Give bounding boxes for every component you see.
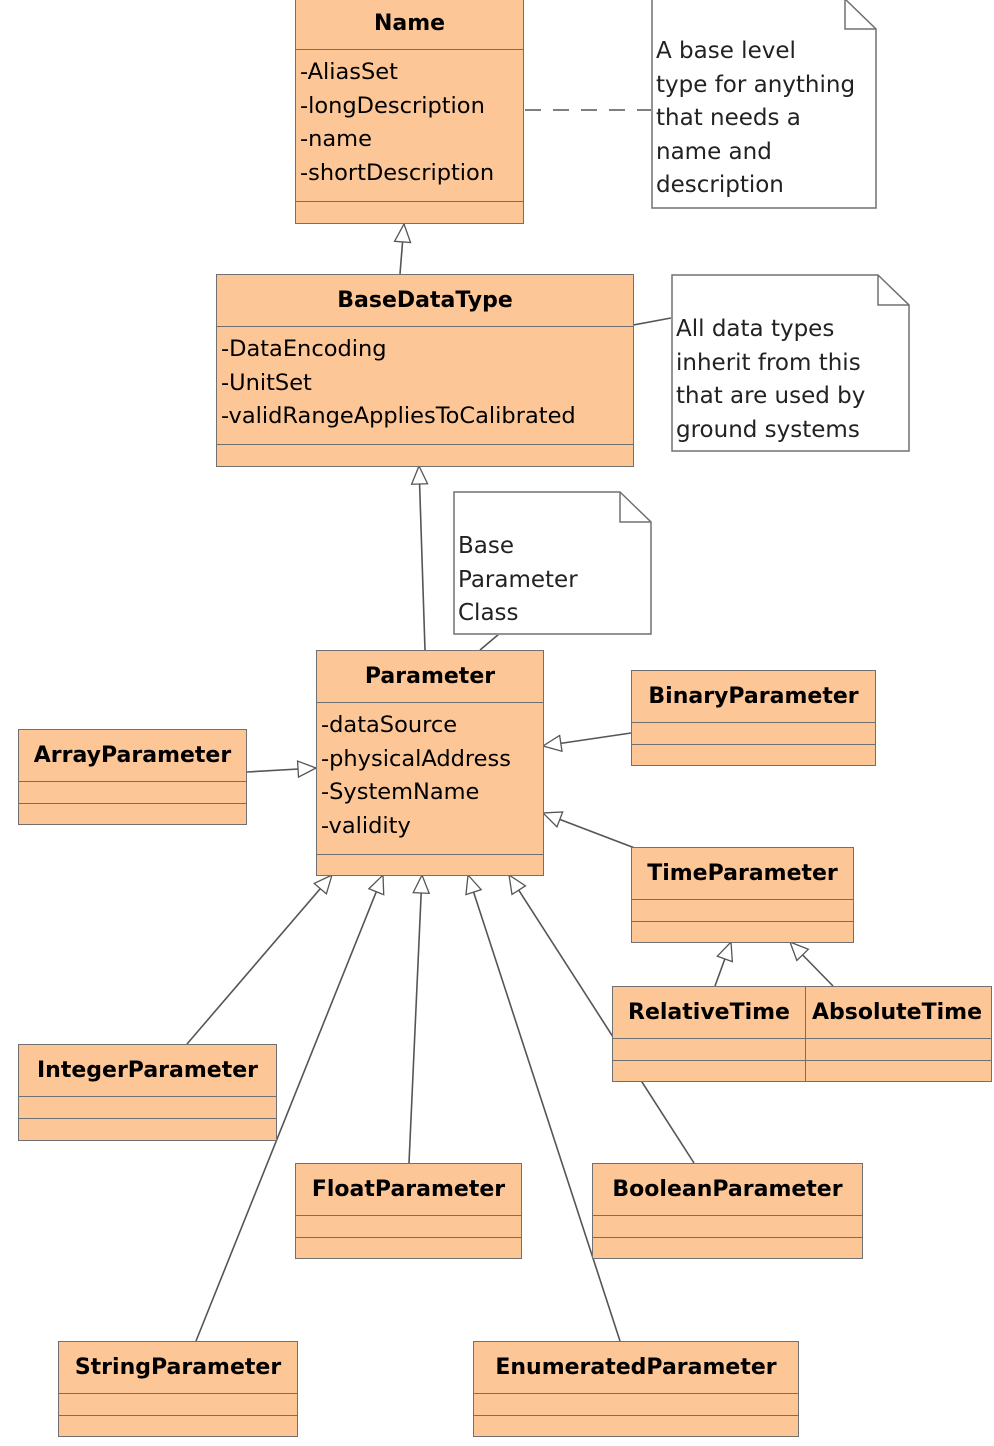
note-line: Base [458,533,515,559]
attribute: -validity [321,812,411,839]
class-floatparameter[interactable]: FloatParameter [295,1163,522,1259]
gen-parameter-basedatatype [419,466,425,651]
class-absolutetime-title: AbsoluteTime [806,987,991,1039]
note-line: name and [656,138,772,165]
note-outline [453,491,652,635]
class-binaryparameter[interactable]: BinaryParameter [631,670,876,766]
note-parameter-text: Base Parameter Class [458,530,578,631]
note-line: All data types [676,316,835,342]
note-basedatatype[interactable]: All data types inherit from this that ar… [671,274,910,452]
note-line: Parameter [458,566,578,593]
note-line: that needs a [656,105,801,131]
class-enumeratedparameter[interactable]: EnumeratedParameter [473,1341,799,1437]
note-line: inherit from this [676,349,861,376]
class-absolutetime-label: AbsoluteTime [811,1000,982,1025]
class-relativetime-title: RelativeTime [613,987,805,1039]
class-basedatatype-title: BaseDataType [217,275,633,327]
attribute: -physicalAddress [321,745,511,772]
note-link-basedatatype [632,317,672,326]
class-name-attributes: -AliasSet -longDescription -name -shortD… [296,50,523,202]
note-line: ground systems [676,416,860,443]
attribute: -DataEncoding [221,336,387,362]
note-link-parameter [479,633,500,651]
attribute: -UnitSet [221,369,312,396]
gen-binary-parameter [543,732,632,746]
class-absolutetime[interactable]: AbsoluteTime [805,986,992,1082]
class-empty-compartment [806,1039,991,1061]
class-empty-compartment [19,1097,276,1119]
gen-string-parameter [195,875,383,1342]
class-empty-compartment [593,1216,862,1238]
class-name-title: Name [296,0,523,50]
note-name-text: A base level type for anything that need… [656,35,855,203]
class-basedatatype-attributes: -DataEncoding -UnitSet -validRangeApplie… [217,327,633,445]
note-name[interactable]: A base level type for anything that need… [651,0,877,209]
class-enumeratedparameter-title: EnumeratedParameter [474,1342,798,1394]
note-outline [671,274,910,452]
class-parameter-title: Parameter [317,651,543,703]
class-parameter[interactable]: Parameter -dataSource -physicalAddress -… [316,650,544,876]
note-line: that are used by [676,383,866,409]
class-parameter-attributes: -dataSource -physicalAddress -SystemName… [317,703,543,855]
note-line: description [656,172,784,198]
note-line: Class [458,600,519,626]
class-timeparameter-title: TimeParameter [632,848,853,900]
class-empty-compartment [613,1039,805,1061]
class-empty-compartment [19,782,246,804]
attribute: -validRangeAppliesToCalibrated [221,403,576,429]
attribute: -AliasSet [300,59,398,85]
gen-absolutetime-time [790,942,834,987]
class-stringparameter-title: StringParameter [59,1342,297,1394]
attribute: -name [300,126,372,152]
class-arrayparameter-title: ArrayParameter [19,730,246,782]
class-basedatatype[interactable]: BaseDataType -DataEncoding -UnitSet -val… [216,274,634,467]
class-binaryparameter-title: BinaryParameter [632,671,875,723]
attribute: -SystemName [321,779,480,805]
gen-boolean-parameter [509,875,695,1164]
class-name[interactable]: Name -AliasSet -longDescription -name -s… [295,0,524,224]
class-empty-compartment [632,723,875,745]
note-outline [651,0,877,209]
gen-basedatatype-name [400,224,404,275]
class-integerparameter-title: IntegerParameter [19,1045,276,1097]
class-booleanparameter-title: BooleanParameter [593,1164,862,1216]
attribute: -longDescription [300,92,485,119]
attribute: -dataSource [321,712,458,738]
note-basedatatype-text: All data types inherit from this that ar… [676,313,865,447]
gen-float-parameter [408,875,422,1164]
note-line: type for anything [656,71,856,98]
class-empty-compartment [296,1216,521,1238]
gen-time-parameter [543,813,641,851]
class-integerparameter[interactable]: IntegerParameter [18,1044,277,1141]
note-line: A base level [656,38,796,64]
class-empty-compartment [59,1394,297,1416]
gen-relativetime-time [714,942,731,987]
class-empty-compartment [474,1394,798,1416]
class-floatparameter-title: FloatParameter [296,1164,521,1216]
gen-array-parameter [246,768,316,772]
note-parameter[interactable]: Base Parameter Class [453,491,652,635]
class-stringparameter[interactable]: StringParameter [58,1341,298,1437]
class-timeparameter[interactable]: TimeParameter [631,847,854,943]
attribute: -shortDescription [300,159,495,186]
class-relativetime[interactable]: RelativeTime [612,986,806,1082]
class-empty-compartment [632,900,853,922]
class-arrayparameter[interactable]: ArrayParameter [18,729,247,825]
gen-integer-parameter [186,875,332,1045]
gen-enumerated-parameter [468,875,621,1342]
class-booleanparameter[interactable]: BooleanParameter [592,1163,863,1259]
